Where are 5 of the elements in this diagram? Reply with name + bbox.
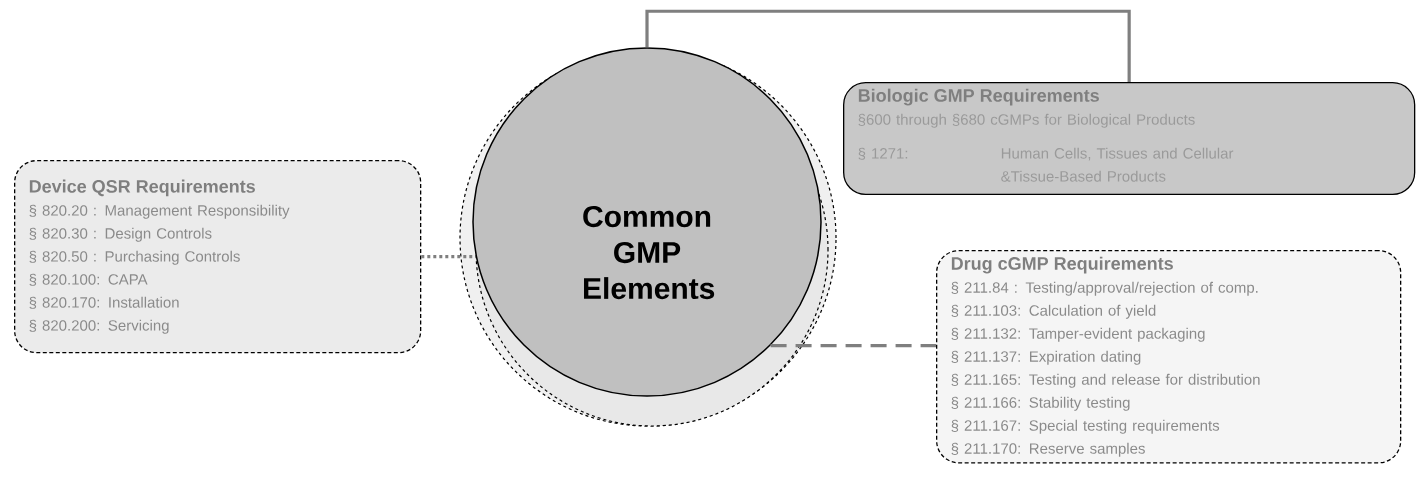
connector-line — [645, 9, 1131, 82]
connector-line — [421, 255, 473, 259]
requirements-box: Drug cGMP Requirements § 211.84 : Testing/approval/rejection of comp. § 211.103: Calculation of yield § 211.132: Tamper-evident packaging § 211.137: Expiration dating § 211.165: Testing and release for distribution § 211.166: Stability testing § 211.167: Special testing requirements § 211.170: Reserve samples — [936, 250, 1402, 464]
connector-line — [770, 343, 936, 348]
requirements-box: Device QSR Requirements § 820.20 : Management Responsibility § 820.30 : Design Controls § 820.50 : Purchasing Controls § 820.100: CAPA § 820.170: Installation § 820.200: Servicing — [14, 160, 422, 354]
